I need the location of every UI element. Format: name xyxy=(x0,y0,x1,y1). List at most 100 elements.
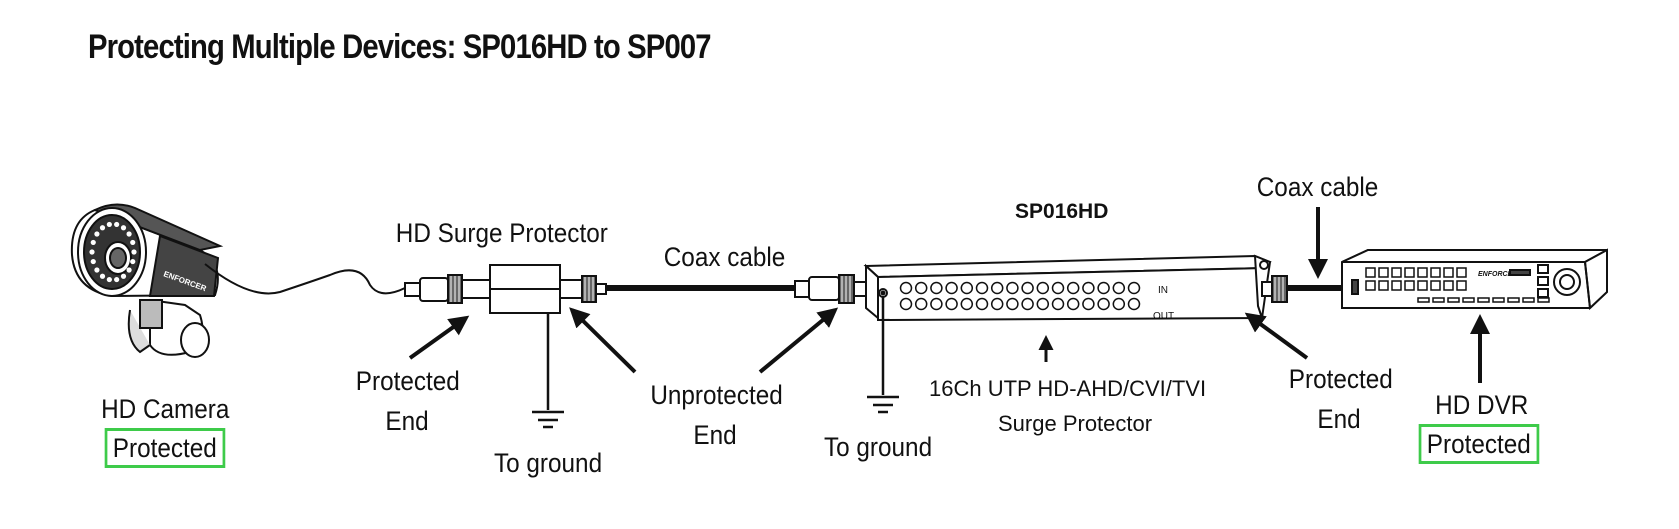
dvr-button xyxy=(1378,280,1389,291)
device-desc-line2: Surge Protector xyxy=(998,411,1153,436)
inline-surge-protector-drawing xyxy=(404,264,607,314)
ir-led xyxy=(94,267,100,273)
ir-led xyxy=(126,231,132,237)
sp016hd-port xyxy=(1097,281,1110,295)
sp016hd-port xyxy=(960,297,974,311)
sp016hd-port xyxy=(1082,297,1095,311)
dvr-button xyxy=(1378,267,1389,278)
ir-led xyxy=(114,221,120,228)
protected-end-1-line1: Protected xyxy=(355,366,460,396)
unprotected-end-line1: Unprotected xyxy=(650,380,783,410)
dvr-button xyxy=(1391,280,1402,291)
sp016hd-port xyxy=(1127,297,1141,311)
hd-surge-protector-label: HD Surge Protector xyxy=(395,218,608,248)
dvr-button xyxy=(1417,267,1428,278)
sp016hd-port xyxy=(930,281,943,295)
ir-led xyxy=(120,225,127,231)
coax-cable-2-label: Coax cable xyxy=(1256,172,1379,202)
dvr-button xyxy=(1404,267,1415,278)
sp016hd-port xyxy=(899,297,913,311)
ir-led xyxy=(130,239,136,246)
unprotected-end-line2: End xyxy=(693,420,737,450)
sp016hd-unit-drawing: IN OUT xyxy=(863,254,1272,322)
ir-led xyxy=(106,276,112,283)
sp016hd-port xyxy=(945,297,958,311)
dvr-slot xyxy=(1417,297,1430,303)
sp016hd-port xyxy=(1021,281,1034,295)
sp016hd-port xyxy=(1097,297,1110,311)
hd-dvr-drawing: ENFORCER xyxy=(1341,248,1608,311)
dvr-slot xyxy=(1447,297,1460,303)
hd-dvr-label: HD DVR xyxy=(1435,390,1529,420)
sp016hd-port xyxy=(990,281,1004,295)
dvr-slot xyxy=(1477,297,1490,303)
dvr-button xyxy=(1391,267,1402,278)
dvr-button xyxy=(1365,280,1376,291)
dvr-slot xyxy=(1462,297,1475,303)
port-out-text: OUT xyxy=(1153,311,1174,322)
sp016hd-label: SP016HD xyxy=(1015,200,1109,223)
sp016hd-port xyxy=(914,281,928,295)
to-ground-2-label: To ground xyxy=(824,432,933,462)
ir-led xyxy=(120,273,127,279)
sp016hd-port xyxy=(975,281,989,295)
ir-led xyxy=(94,231,100,237)
ground-symbol-2 xyxy=(867,297,899,414)
sp016hd-port xyxy=(1051,281,1065,295)
ir-led xyxy=(126,267,132,273)
arrow-unprotected-inline xyxy=(569,307,637,374)
sp016hd-port xyxy=(1036,297,1050,311)
protected-end-1-line2: End xyxy=(385,406,429,436)
sp016hd-port xyxy=(914,297,928,311)
dvr-button xyxy=(1417,280,1428,291)
ir-led xyxy=(130,258,136,265)
dvr-slot xyxy=(1522,297,1535,303)
sp016hd-port xyxy=(1021,297,1034,311)
dvr-slot xyxy=(1537,297,1550,303)
sp016hd-port xyxy=(1006,297,1019,311)
page-title: Protecting Multiple Devices: SP016HD to … xyxy=(88,28,712,66)
arrow-unprotected-device xyxy=(758,307,839,374)
dvr-button xyxy=(1443,267,1454,278)
sp016hd-output-connector xyxy=(1261,275,1288,303)
port-in-text: IN xyxy=(1158,285,1168,296)
dvr-brand-text: ENFORCER xyxy=(1478,271,1517,278)
sp016hd-port xyxy=(1066,281,1080,295)
protected-end-2-line1: Protected xyxy=(1288,364,1393,394)
ir-led xyxy=(106,221,112,228)
sp016hd-port xyxy=(975,297,989,311)
sp016hd-port xyxy=(1127,281,1141,295)
dvr-status-badge: Protected xyxy=(1418,424,1539,464)
sp016hd-port xyxy=(990,297,1004,311)
dvr-slot xyxy=(1507,297,1520,303)
ir-led xyxy=(114,276,120,283)
to-ground-1-label: To ground xyxy=(494,448,603,478)
dvr-slot xyxy=(1432,297,1445,303)
sp016hd-port xyxy=(1082,281,1095,295)
sp016hd-port-grid xyxy=(899,281,1141,311)
pointer-arrows xyxy=(408,207,1490,383)
camera-cable xyxy=(204,263,406,295)
ground-symbol-1 xyxy=(532,313,564,429)
sp016hd-port xyxy=(1036,281,1050,295)
hd-camera-label: HD Camera xyxy=(101,394,230,424)
protected-end-2-line2: End xyxy=(1317,404,1361,434)
dvr-button xyxy=(1404,280,1415,291)
sp016hd-port xyxy=(1112,281,1126,295)
ir-led xyxy=(131,249,137,255)
sp016hd-port xyxy=(945,281,958,295)
camera-status-badge: Protected xyxy=(104,428,225,468)
ir-led xyxy=(90,258,96,265)
ir-led xyxy=(89,249,95,255)
dvr-button xyxy=(1456,267,1467,278)
dvr-buttons xyxy=(1365,267,1550,303)
arrow-protected-end-1 xyxy=(408,315,470,360)
dvr-button xyxy=(1430,280,1441,291)
sp016hd-port xyxy=(1066,297,1080,311)
sp016hd-port xyxy=(899,281,913,295)
sp016hd-input-connector xyxy=(794,274,867,304)
sp016hd-port xyxy=(1051,297,1065,311)
sp016hd-port xyxy=(930,297,943,311)
ir-led xyxy=(90,239,96,246)
